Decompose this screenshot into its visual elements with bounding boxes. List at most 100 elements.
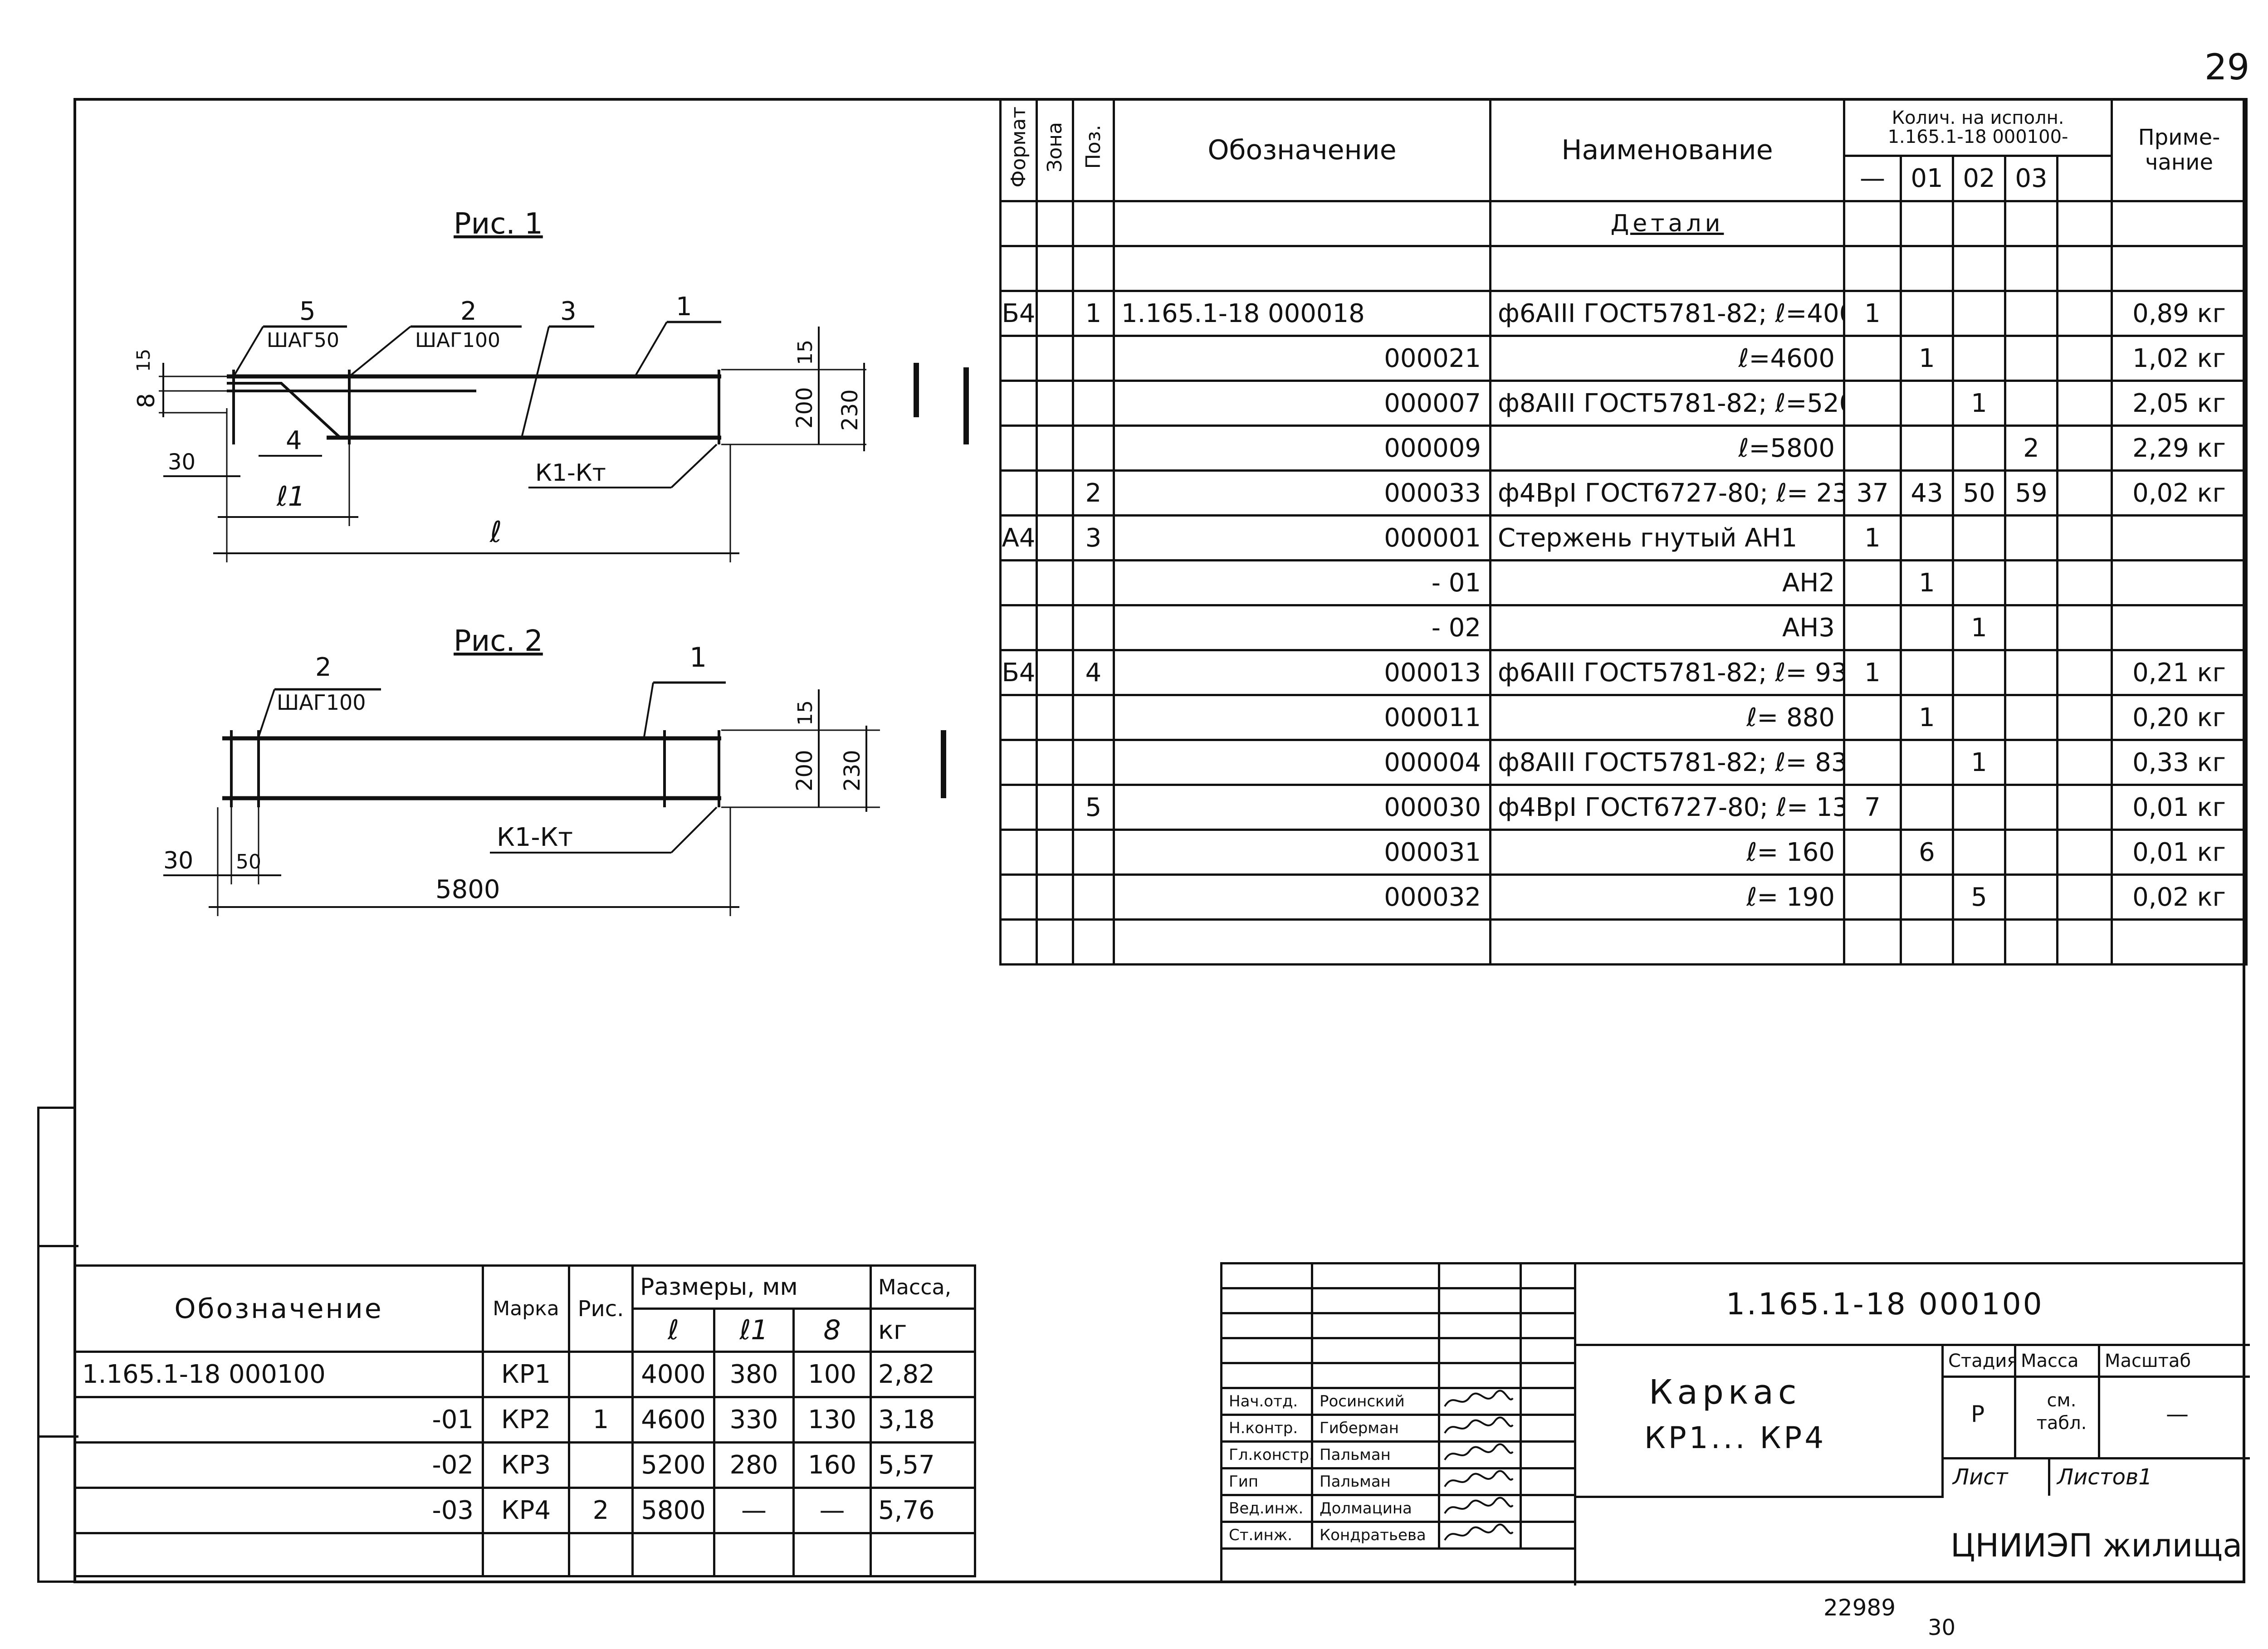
- spec-cell-qty-0: [1843, 380, 1902, 427]
- spec-cell-format: [999, 873, 1038, 921]
- spec-cell-qty-2: 50: [1952, 469, 2006, 517]
- fig1-dim-200: 200: [792, 387, 817, 429]
- fig2-title: Рис. 2: [454, 624, 543, 658]
- handwritten-signature: [1438, 1467, 1522, 1496]
- signature-name: Пальман: [1311, 1440, 1440, 1469]
- scale-label: Масштаб: [2105, 1351, 2191, 1371]
- spec-cell-qty-3: 59: [2004, 469, 2058, 517]
- fig1-dim-15-right: 15: [794, 340, 817, 365]
- spec-cell-qty-3: [2004, 514, 2058, 561]
- spec-cell-format: [999, 335, 1038, 382]
- spec-cell-qty-3: [2004, 604, 2058, 651]
- variants-cell-mass: 5,57: [870, 1441, 977, 1489]
- signature-name: Гиберман: [1311, 1414, 1440, 1443]
- fig1-dim-l: ℓ: [489, 516, 502, 549]
- spec-cell-qty-3: [2004, 380, 2058, 427]
- spec-cell-note: 0,89 кг: [2111, 290, 2248, 337]
- page-number: 29: [2204, 47, 2250, 88]
- spec-cell-note: 0,01 кг: [2111, 829, 2248, 876]
- spec-cell-qty-1: 1: [1900, 335, 1954, 382]
- spec-cell-qty-0: [1843, 559, 1902, 606]
- fig1-dim-230: 230: [837, 389, 863, 431]
- signature-role: Нач.отд.: [1220, 1387, 1313, 1416]
- spec-cell-zone: [1036, 290, 1074, 337]
- spec-cell-pos: [1072, 739, 1115, 786]
- spec-cell-qty-3: [2004, 649, 2058, 696]
- signature-row: Ст.инж.Кондратьева: [1220, 1521, 1576, 1550]
- variants-cell-l1: 280: [713, 1441, 795, 1489]
- spec-cell-name: ф4ВрI ГОСТ6727-80; ℓ= 230: [1489, 469, 1845, 517]
- organization-cell: ЦНИИЭП жилища: [1941, 1496, 2250, 1586]
- variants-designation-header: Обозначение: [73, 1264, 484, 1353]
- spec-cell-name: [1489, 918, 1845, 966]
- spec-cell-format: [999, 918, 1038, 966]
- fig1-label-step100: ШАГ100: [415, 329, 500, 352]
- spec-cell-qty-1: [1900, 649, 1954, 696]
- spec-cell-zone: [1036, 245, 1074, 292]
- spec-cell-designation: 000030: [1113, 784, 1491, 831]
- spec-cell-pos: 2: [1072, 469, 1115, 517]
- spec-cell-qty-3: [2004, 694, 2058, 741]
- signature-date: [1520, 1494, 1576, 1523]
- spec-cell-note: 0,02 кг: [2111, 469, 2248, 517]
- variants-empty-row: [73, 1532, 977, 1577]
- spec-cell-zone: [1036, 918, 1074, 966]
- spec-cell-qty-2: [1952, 829, 2006, 876]
- spec-cell-name: ф8АIII ГОСТ5781-82; ℓ= 830: [1489, 739, 1845, 786]
- handwritten-signature: [1438, 1440, 1522, 1469]
- signature-role: Гл.констр.: [1220, 1440, 1313, 1469]
- figure-2: Рис. 2 2 ШАГ100 1 К1-Кт 15 200 230 30 50…: [163, 624, 946, 916]
- spec-cell-qty-3: [2004, 290, 2058, 337]
- spec-cell-note: [2111, 918, 2248, 966]
- spec-cell-qty-0: [1843, 829, 1902, 876]
- binding-strip: [37, 1107, 78, 1583]
- spec-cell-note: [2111, 514, 2248, 561]
- variants-cell-mark: КР4: [482, 1487, 570, 1534]
- variants-header-row: Обозначение Марка Рис. Размеры, мм Масса…: [73, 1264, 977, 1353]
- signature-date: [1520, 1387, 1576, 1416]
- doc-number: 1.165.1-18 000100: [1726, 1287, 2044, 1322]
- spec-cell-pos: [1072, 604, 1115, 651]
- signature-role: Н.контр.: [1220, 1414, 1313, 1443]
- spec-cell-qty-3: [2004, 829, 2058, 876]
- spec-cell-qty-3: [2004, 739, 2058, 786]
- signature-name: Кондратьева: [1311, 1521, 1440, 1550]
- fig2-dim-200: 200: [792, 750, 817, 791]
- qty-header: Колич. на исполн. 1.165.1-18 000100-: [1843, 98, 2113, 157]
- variants-cell-mass: 5,76: [870, 1487, 977, 1534]
- spec-cell-qty-1: 1: [1900, 559, 1954, 606]
- spec-cell-qty-0: [1843, 873, 1902, 921]
- spec-cell-qty-4: [2056, 604, 2113, 651]
- spec-cell-qty-2: [1952, 290, 2006, 337]
- fig1-dim-8: 8: [133, 393, 160, 408]
- variants-cell-fig: 1: [568, 1396, 634, 1444]
- variants-cell-l1: 330: [713, 1396, 795, 1444]
- spec-cell-qty-4: [2056, 245, 2113, 292]
- spec-cell-note: 2,05 кг: [2111, 380, 2248, 427]
- spec-cell-format: [999, 829, 1038, 876]
- spec-cell-note: 0,21 кг: [2111, 649, 2248, 696]
- fig1-label-3: 3: [560, 297, 577, 326]
- figure-1: Рис. 1 5 ШАГ50 2 ШАГ100 3 1 4 15 8 30 ℓ1…: [133, 207, 969, 562]
- signature-empty-row: [1220, 1287, 1576, 1314]
- footer-second-number: 30: [1928, 1615, 1956, 1640]
- name-header: Наименование: [1489, 98, 1845, 202]
- spec-cell-zone: [1036, 649, 1074, 696]
- variants-table: Обозначение Марка Рис. Размеры, мм Масса…: [73, 1264, 977, 1577]
- spec-cell-qty-4: [2056, 559, 2113, 606]
- spec-cell-pos: 1: [1072, 290, 1115, 337]
- spec-cell-qty-2: [1952, 694, 2006, 741]
- spec-cell-qty-4: [2056, 918, 2113, 966]
- spec-cell-name: ℓ= 160: [1489, 829, 1845, 876]
- spec-cell-zone: [1036, 784, 1074, 831]
- variants-cell-b: 100: [792, 1351, 872, 1398]
- spec-cell-designation: 000031: [1113, 829, 1491, 876]
- spec-cell-qty-0: [1843, 245, 1902, 292]
- specification-table: Формат Зона Поз. Обозначение Наименовани…: [999, 98, 2248, 966]
